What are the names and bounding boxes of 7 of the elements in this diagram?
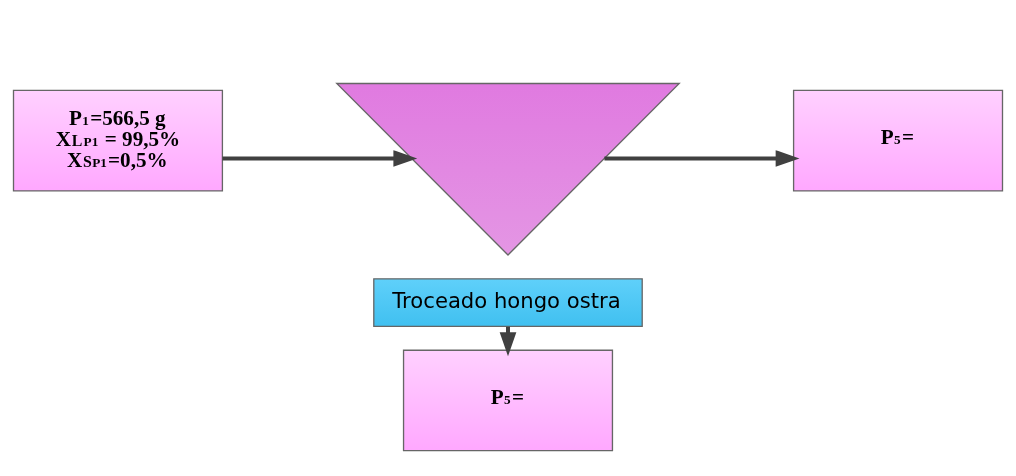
node-box: P5= <box>402 349 614 451</box>
node-box: Troceado hongo ostra <box>373 277 643 327</box>
node-box: P5= <box>792 89 1004 192</box>
node-triangle <box>335 82 681 256</box>
node-box: P1=566,5 g XLP1 = 99,5% XSP1=0,5% <box>12 89 224 192</box>
arrow <box>222 149 418 167</box>
arrow <box>604 149 800 167</box>
